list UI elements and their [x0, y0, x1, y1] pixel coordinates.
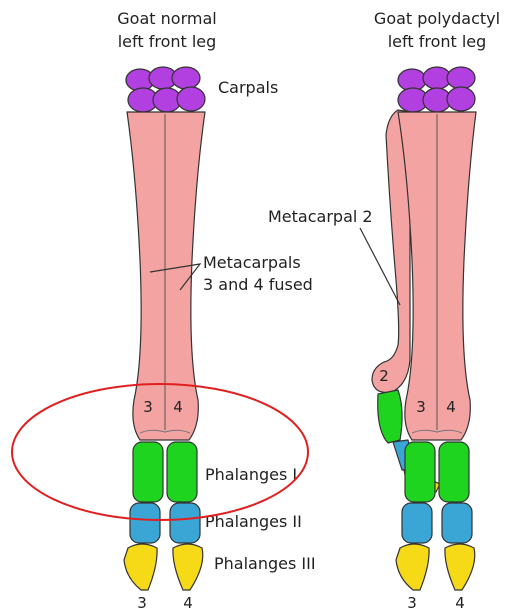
poly-phalanx2-digit4 — [442, 503, 472, 543]
bottom-normal-digit4: 4 — [183, 594, 193, 612]
poly-phalanx1-digit3 — [405, 442, 435, 502]
poly-phalanx3-digit4 — [445, 544, 475, 590]
normal-metacarpal — [127, 112, 205, 440]
phalanges1-label: Phalanges I — [205, 465, 297, 484]
normal-phalanx1-digit3 — [133, 442, 163, 502]
polydactyl-leg — [372, 67, 476, 590]
normal-phalanx3-digit4 — [173, 544, 203, 590]
poly-digit2-label: 2 — [379, 367, 389, 385]
bottom-normal-digit3: 3 — [137, 594, 147, 612]
normal-phalanx1-digit4 — [167, 442, 197, 502]
poly-digit3-label: 3 — [416, 398, 426, 416]
normal-title-line1: Goat normal — [117, 9, 216, 28]
poly-carpals — [398, 67, 475, 112]
polydactyl-title-line1: Goat polydactyl — [374, 9, 500, 28]
normal-carpals — [126, 67, 205, 112]
normal-phalanx2-digit3 — [130, 503, 160, 543]
poly-phalanx2-digit3 — [402, 503, 432, 543]
poly-extra-phalanx1 — [378, 390, 402, 443]
metacarpal2-label: Metacarpal 2 — [268, 207, 373, 226]
normal-phalanx2-digit4 — [170, 503, 200, 543]
poly-digit4-label: 4 — [446, 398, 456, 416]
carpals-label: Carpals — [218, 78, 278, 97]
normal-digit3-label: 3 — [143, 398, 153, 416]
poly-phalanx1-digit4 — [439, 442, 469, 502]
bottom-poly-digit3: 3 — [407, 594, 417, 612]
phalanges3-label: Phalanges III — [214, 554, 316, 573]
polydactyl-title-line2: left front leg — [388, 32, 487, 51]
poly-phalanx3-digit3 — [396, 544, 429, 590]
normal-leg — [124, 67, 205, 590]
normal-digit4-label: 4 — [173, 398, 183, 416]
metacarpals-label-line2: 3 and 4 fused — [203, 275, 313, 294]
metacarpals-label-line1: Metacarpals — [203, 253, 301, 272]
normal-phalanx3-digit3 — [124, 544, 157, 590]
bottom-poly-digit4: 4 — [455, 594, 465, 612]
normal-title-line2: left front leg — [118, 32, 217, 51]
